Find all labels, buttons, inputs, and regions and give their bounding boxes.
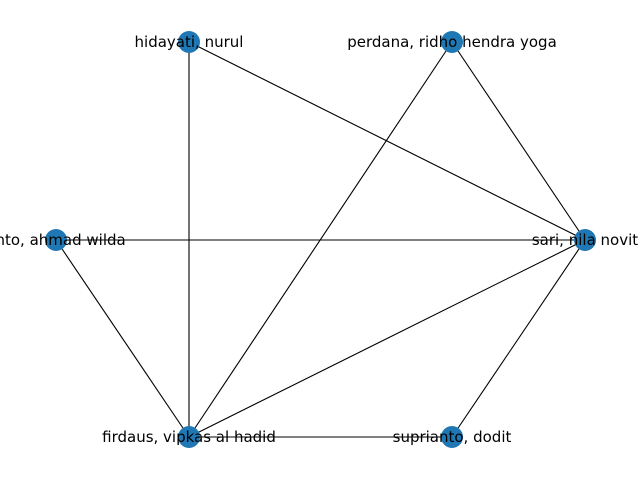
node-perdana (441, 31, 463, 53)
node-label-perdana: perdana, ridho hendra yoga (347, 33, 557, 51)
node-suprianto (441, 426, 463, 448)
node-firdaus (178, 426, 200, 448)
node-sari (574, 229, 596, 251)
node-label-ahmad: anto, ahmad wilda (0, 231, 126, 249)
nodes-layer (45, 31, 596, 448)
edge-firdaus-sari (188, 239, 586, 438)
node-label-sari: sari, nila novit (532, 231, 638, 249)
node-label-hidayati: hidayati, nurul (135, 33, 244, 51)
node-label-suprianto: suprianto, dodit (393, 428, 512, 446)
node-ahmad (45, 229, 67, 251)
labels-layer: hidayati, nurul perdana, ridho hendra yog… (0, 33, 638, 446)
edge-hidayati-sari (188, 41, 586, 241)
edges-layer (55, 41, 586, 438)
edge-suprianto-sari (451, 239, 586, 438)
node-label-firdaus: firdaus, vipkas al hadid (102, 428, 276, 446)
edge-perdana-sari (451, 41, 586, 241)
edge-ahmad-firdaus (55, 239, 190, 438)
node-hidayati (178, 31, 200, 53)
